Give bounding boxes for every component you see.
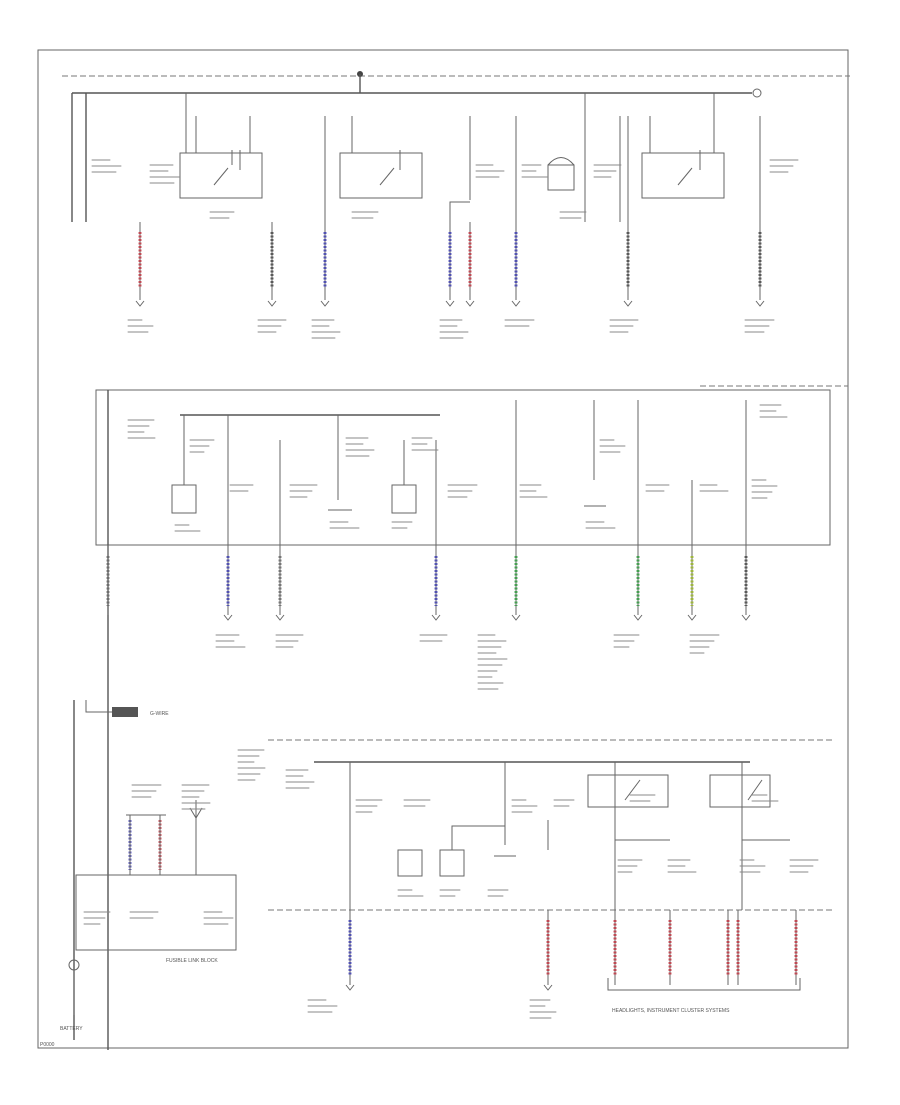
fusible-link-funnel — [189, 807, 203, 819]
ground-tag-label: G-WIRE — [150, 711, 169, 717]
illegible-small-labels — [83, 159, 819, 1019]
diagram-frame — [37, 49, 849, 1049]
arrow-terminal-icon — [543, 984, 553, 991]
arrow-terminal-icon — [223, 614, 233, 621]
fuse-block-left — [171, 484, 197, 514]
arrow-terminal-icon — [320, 300, 330, 307]
arrow-terminal-icon — [275, 614, 285, 621]
arrow-terminal-icon — [135, 300, 145, 307]
arrow-terminal-icon — [267, 300, 277, 307]
relay-3-contact — [677, 167, 693, 186]
bottom-fuse-2 — [439, 849, 465, 877]
arrow-terminal-icon — [633, 614, 643, 621]
corner-code: P0000 — [40, 1042, 55, 1048]
branch-split — [449, 201, 470, 222]
arrow-terminal-icon — [741, 614, 751, 621]
relay-box-3 — [641, 152, 725, 199]
middle-arrow-terminals — [223, 614, 751, 621]
relay-1-coil — [231, 150, 241, 170]
fusible-link-block-label: FUSIBLE LINK BLOCK — [166, 958, 218, 964]
group-label: HEADLIGHTS, INSTRUMENT CLUSTER SYSTEMS — [612, 1008, 730, 1014]
bottom-fuse-2-lead — [451, 825, 505, 850]
middle-wire-segments — [106, 545, 748, 615]
ground-tag-box — [112, 707, 138, 717]
bottom-fuse-1 — [397, 849, 423, 877]
fuse-block-mid — [391, 484, 417, 514]
arrow-terminal-icon — [687, 614, 697, 621]
arrow-terminal-icon — [511, 614, 521, 621]
coil-symbol — [547, 157, 575, 190]
arrow-terminal-icon — [465, 300, 475, 307]
arrow-terminal-icon — [755, 300, 765, 307]
arrow-terminal-icon — [445, 300, 455, 307]
bottom-relay-2 — [709, 774, 771, 808]
bottom-wire-segments — [128, 820, 798, 985]
top-wire-segments — [138, 222, 762, 300]
arrow-terminal-icon — [345, 984, 355, 991]
ground-tag-lead — [85, 700, 112, 713]
bottom-arrow-terminals — [345, 984, 553, 991]
arrow-terminal-icon — [511, 300, 521, 307]
arrow-terminal-icon — [431, 614, 441, 621]
middle-section-box — [95, 389, 831, 546]
bottom-relay-2-contact — [747, 779, 763, 801]
relay-box-2 — [339, 152, 423, 199]
relay-2-contact — [379, 167, 395, 186]
bottom-relay-1-contact — [624, 779, 641, 801]
top-arrow-terminals — [135, 300, 765, 307]
fuse-terminal-icon — [752, 88, 762, 98]
battery-label: BATTERY — [60, 1026, 83, 1032]
group-bracket — [607, 978, 801, 991]
arrow-terminal-icon — [623, 300, 633, 307]
fusible-link-block-box — [75, 874, 237, 951]
relay-1-contact — [213, 167, 229, 186]
connector-block — [547, 164, 575, 191]
relay-box-1 — [179, 152, 263, 199]
bottom-relay-1 — [587, 774, 669, 808]
